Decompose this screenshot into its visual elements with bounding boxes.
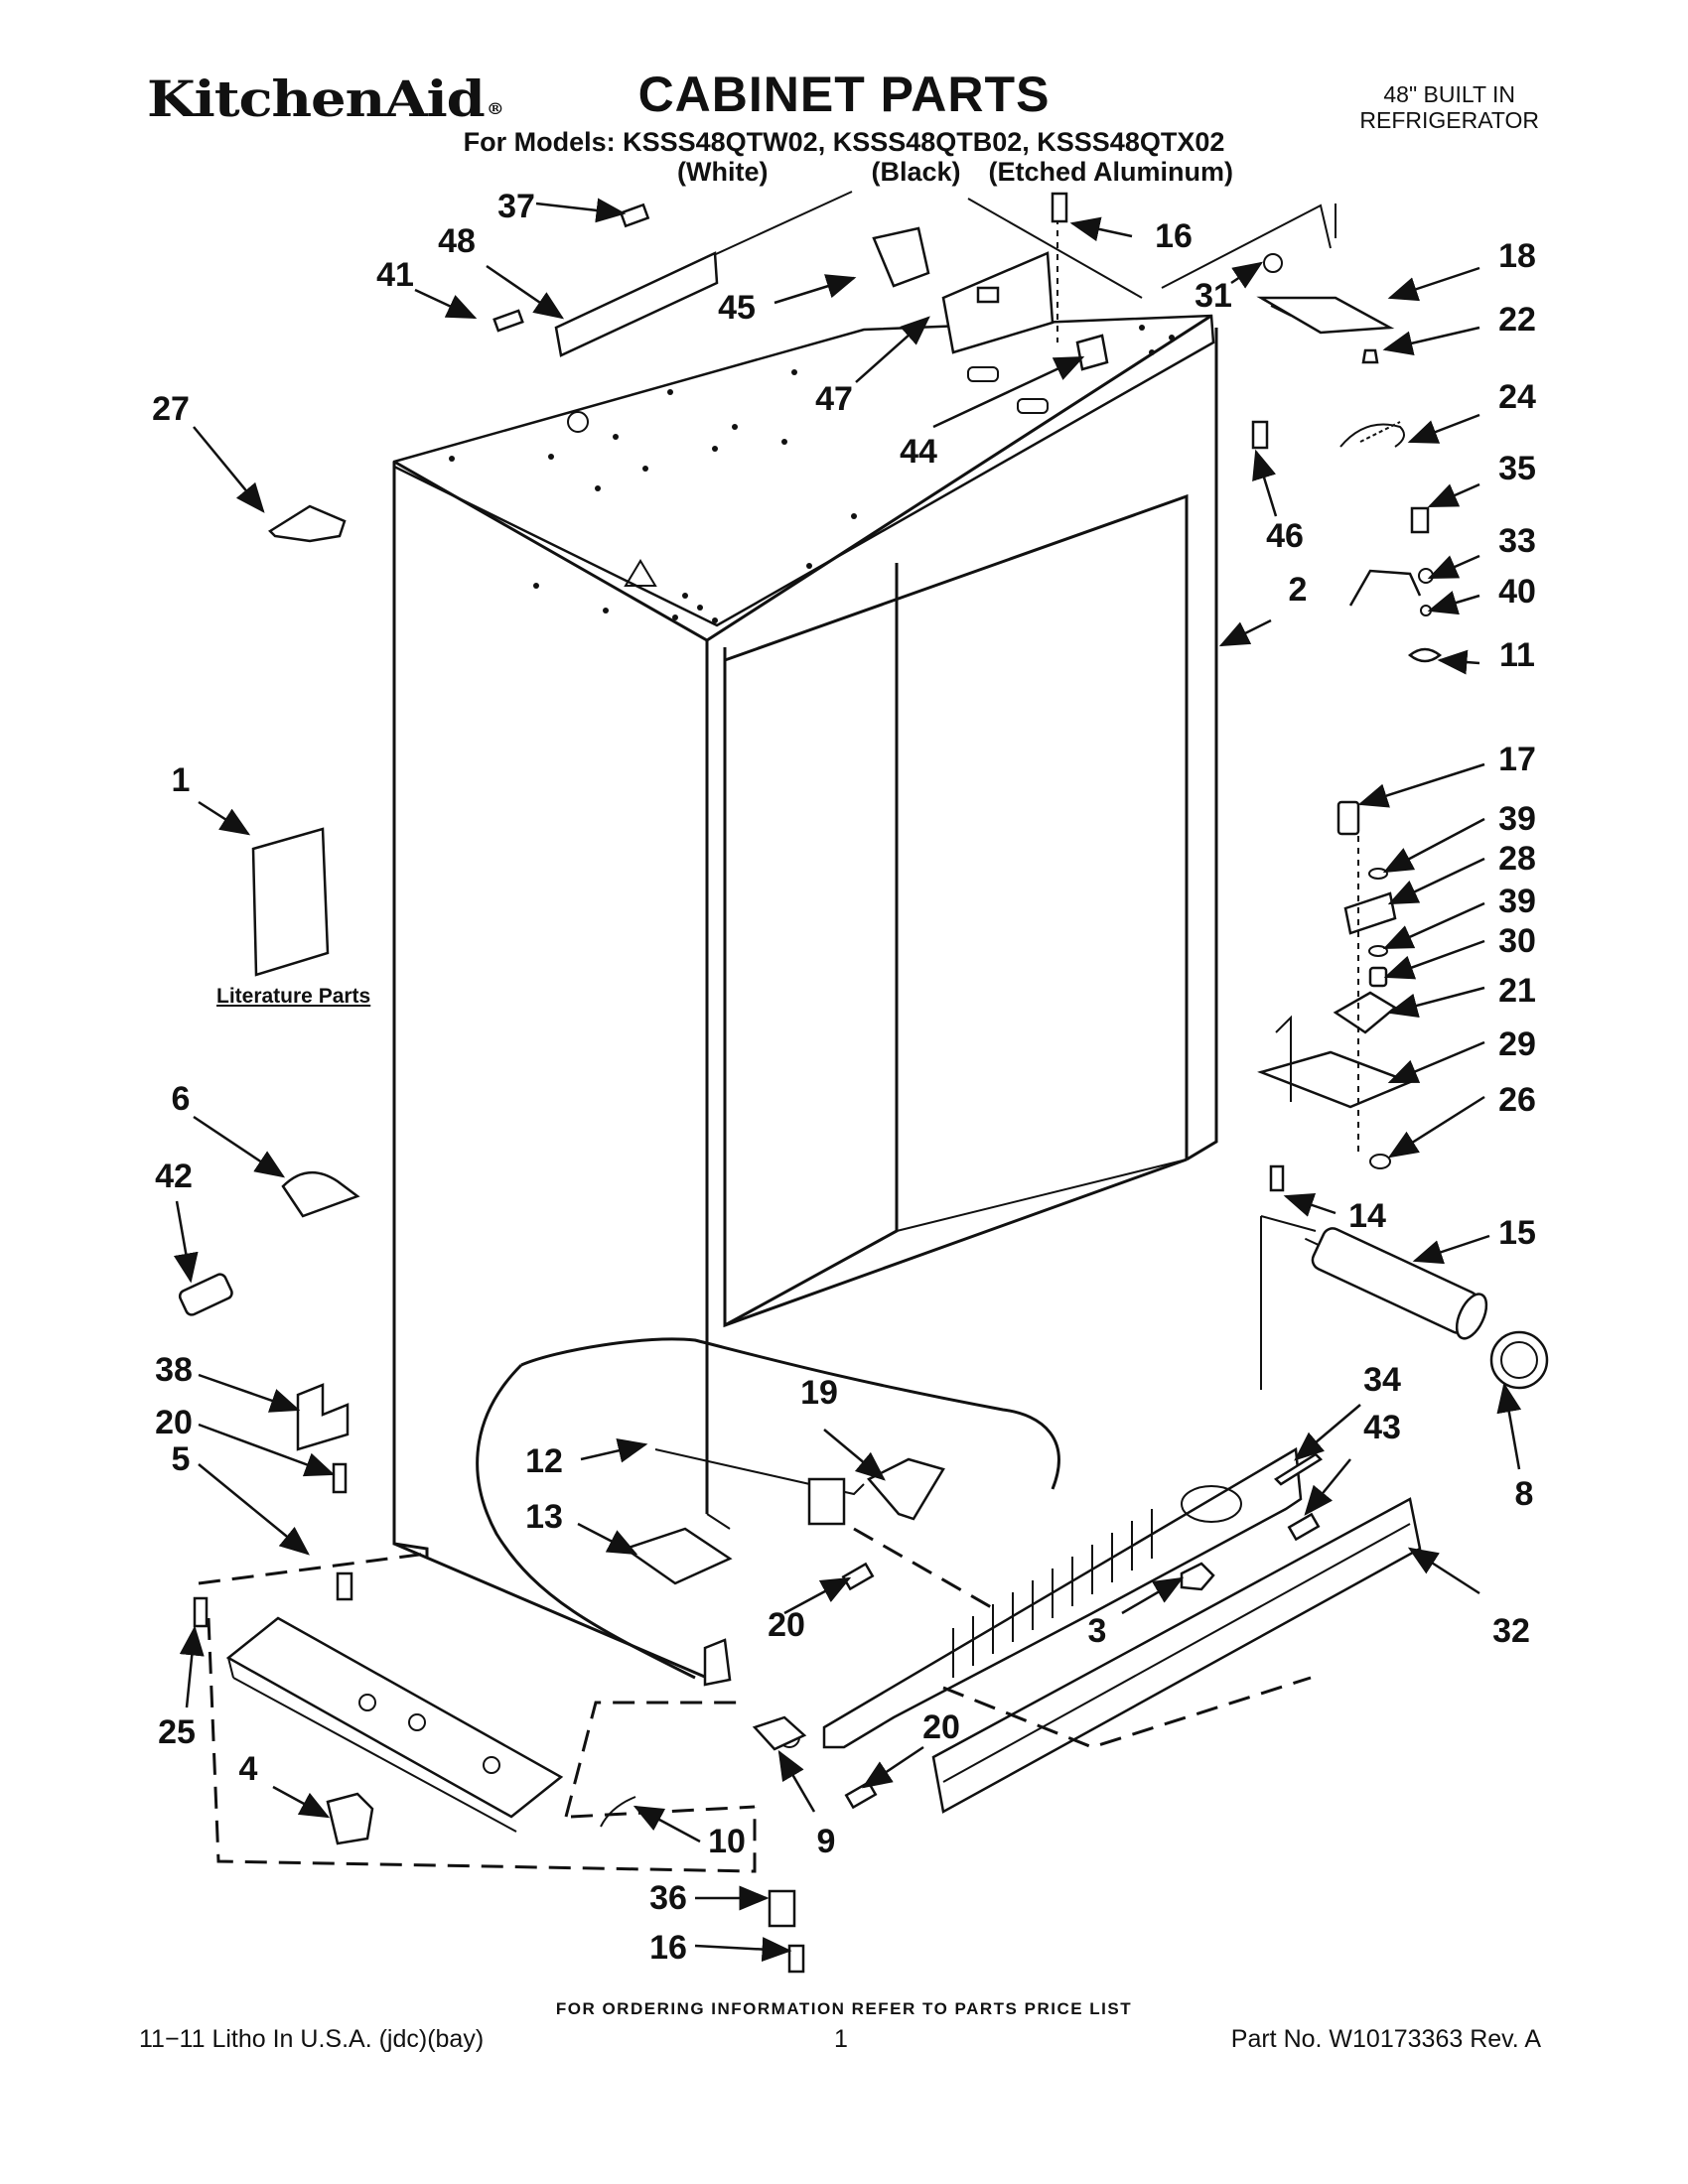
callout-8: 8 bbox=[1514, 1475, 1534, 1513]
callout-26: 26 bbox=[1498, 1081, 1536, 1119]
page-number: 1 bbox=[834, 2025, 848, 2053]
variant-black: (Black) bbox=[871, 157, 961, 187]
machine-compartment-outline bbox=[476, 1337, 1060, 1687]
callout-31: 31 bbox=[1195, 277, 1232, 315]
callout-42: 42 bbox=[155, 1158, 193, 1195]
callout-9: 9 bbox=[816, 1823, 836, 1860]
product-line-2: REFRIGERATOR bbox=[1359, 107, 1539, 133]
callout-14: 14 bbox=[1348, 1197, 1386, 1235]
callout-36: 36 bbox=[649, 1879, 687, 1917]
callout-43: 43 bbox=[1363, 1409, 1401, 1446]
callout-27: 27 bbox=[152, 390, 190, 428]
variant-aluminum: (Etched Aluminum) bbox=[988, 157, 1234, 187]
lower-hinge-stack bbox=[1257, 800, 1414, 1192]
ordering-note: FOR ORDERING INFORMATION REFER TO PARTS … bbox=[555, 1999, 1133, 2018]
callout-32: 32 bbox=[1492, 1612, 1530, 1650]
callout-34: 34 bbox=[1363, 1361, 1401, 1399]
models-line: For Models: KSSS48QTW02, KSSS48QTB02, KS… bbox=[463, 127, 1225, 157]
callout-28: 28 bbox=[1498, 840, 1536, 878]
literature-parts-label: Literature Parts bbox=[216, 985, 371, 1008]
callout-19: 19 bbox=[800, 1374, 838, 1412]
callout-30: 30 bbox=[1498, 922, 1536, 960]
cabinet-body bbox=[392, 314, 1218, 1680]
callout-12: 12 bbox=[525, 1442, 563, 1480]
product-line-1: 48" BUILT IN bbox=[1383, 81, 1515, 107]
part-number: Part No. W10173363 Rev. A bbox=[1230, 2025, 1541, 2053]
brand-logo: KitchenAid® bbox=[147, 69, 504, 128]
callout-25: 25 bbox=[158, 1713, 196, 1751]
callout-24: 24 bbox=[1498, 378, 1536, 416]
callout-48: 48 bbox=[438, 222, 476, 260]
callout-16: 16 bbox=[1155, 217, 1193, 255]
callout-47: 47 bbox=[815, 380, 853, 418]
model-variants: (White) (Black) (Etched Aluminum) bbox=[677, 157, 1233, 188]
callout-44: 44 bbox=[900, 433, 937, 471]
loose-parts-left bbox=[178, 192, 1269, 1628]
callout-4: 4 bbox=[238, 1750, 258, 1788]
callout-38: 38 bbox=[155, 1351, 193, 1389]
callout-39-upper: 39 bbox=[1498, 800, 1536, 838]
variant-white: (White) bbox=[677, 157, 769, 187]
leader-arrows bbox=[173, 198, 1522, 1963]
callout-21: 21 bbox=[1498, 972, 1536, 1010]
brand-registered-mark: ® bbox=[486, 99, 504, 118]
page-title: CABINET PARTS bbox=[637, 67, 1051, 122]
callout-15: 15 bbox=[1498, 1214, 1536, 1252]
callout-22: 22 bbox=[1498, 301, 1536, 339]
callout-46: 46 bbox=[1266, 517, 1304, 555]
control-bracket bbox=[872, 218, 1109, 414]
water-filter bbox=[1260, 1215, 1549, 1390]
lower-rail-assembly bbox=[198, 1552, 800, 1873]
callout-35: 35 bbox=[1498, 450, 1536, 487]
callout-13: 13 bbox=[525, 1498, 563, 1536]
callout-29: 29 bbox=[1498, 1025, 1536, 1063]
callout-37: 37 bbox=[497, 188, 535, 225]
callout-6: 6 bbox=[171, 1080, 191, 1118]
top-assembly-lines bbox=[554, 191, 1336, 357]
callout-18: 18 bbox=[1498, 237, 1536, 275]
callout-41: 41 bbox=[376, 256, 414, 294]
callout-39-lower: 39 bbox=[1498, 883, 1536, 920]
callout-45: 45 bbox=[718, 289, 756, 327]
callout-11: 11 bbox=[1499, 636, 1535, 674]
callout-1: 1 bbox=[171, 761, 191, 799]
callout-3: 3 bbox=[1087, 1612, 1107, 1650]
callout-20-left: 20 bbox=[155, 1404, 193, 1441]
brand-name: KitchenAid bbox=[147, 69, 486, 128]
loose-parts-bottom bbox=[336, 1512, 1321, 1974]
grille-and-kickplate bbox=[822, 1446, 1422, 1814]
litho-info: 11−11 Litho In U.S.A. (jdc)(bay) bbox=[139, 2025, 485, 2053]
callout-20-center: 20 bbox=[768, 1606, 805, 1644]
callout-16-bottom: 16 bbox=[649, 1929, 687, 1967]
callout-2: 2 bbox=[1288, 571, 1308, 609]
callout-33: 33 bbox=[1498, 522, 1536, 560]
callout-40: 40 bbox=[1498, 573, 1536, 611]
side-bracket-hardware bbox=[1348, 506, 1443, 663]
callout-17: 17 bbox=[1498, 741, 1536, 778]
top-hinge-hardware bbox=[1256, 253, 1405, 448]
callout-20-right: 20 bbox=[922, 1708, 960, 1746]
callout-10: 10 bbox=[708, 1823, 746, 1860]
callout-5: 5 bbox=[171, 1440, 191, 1478]
